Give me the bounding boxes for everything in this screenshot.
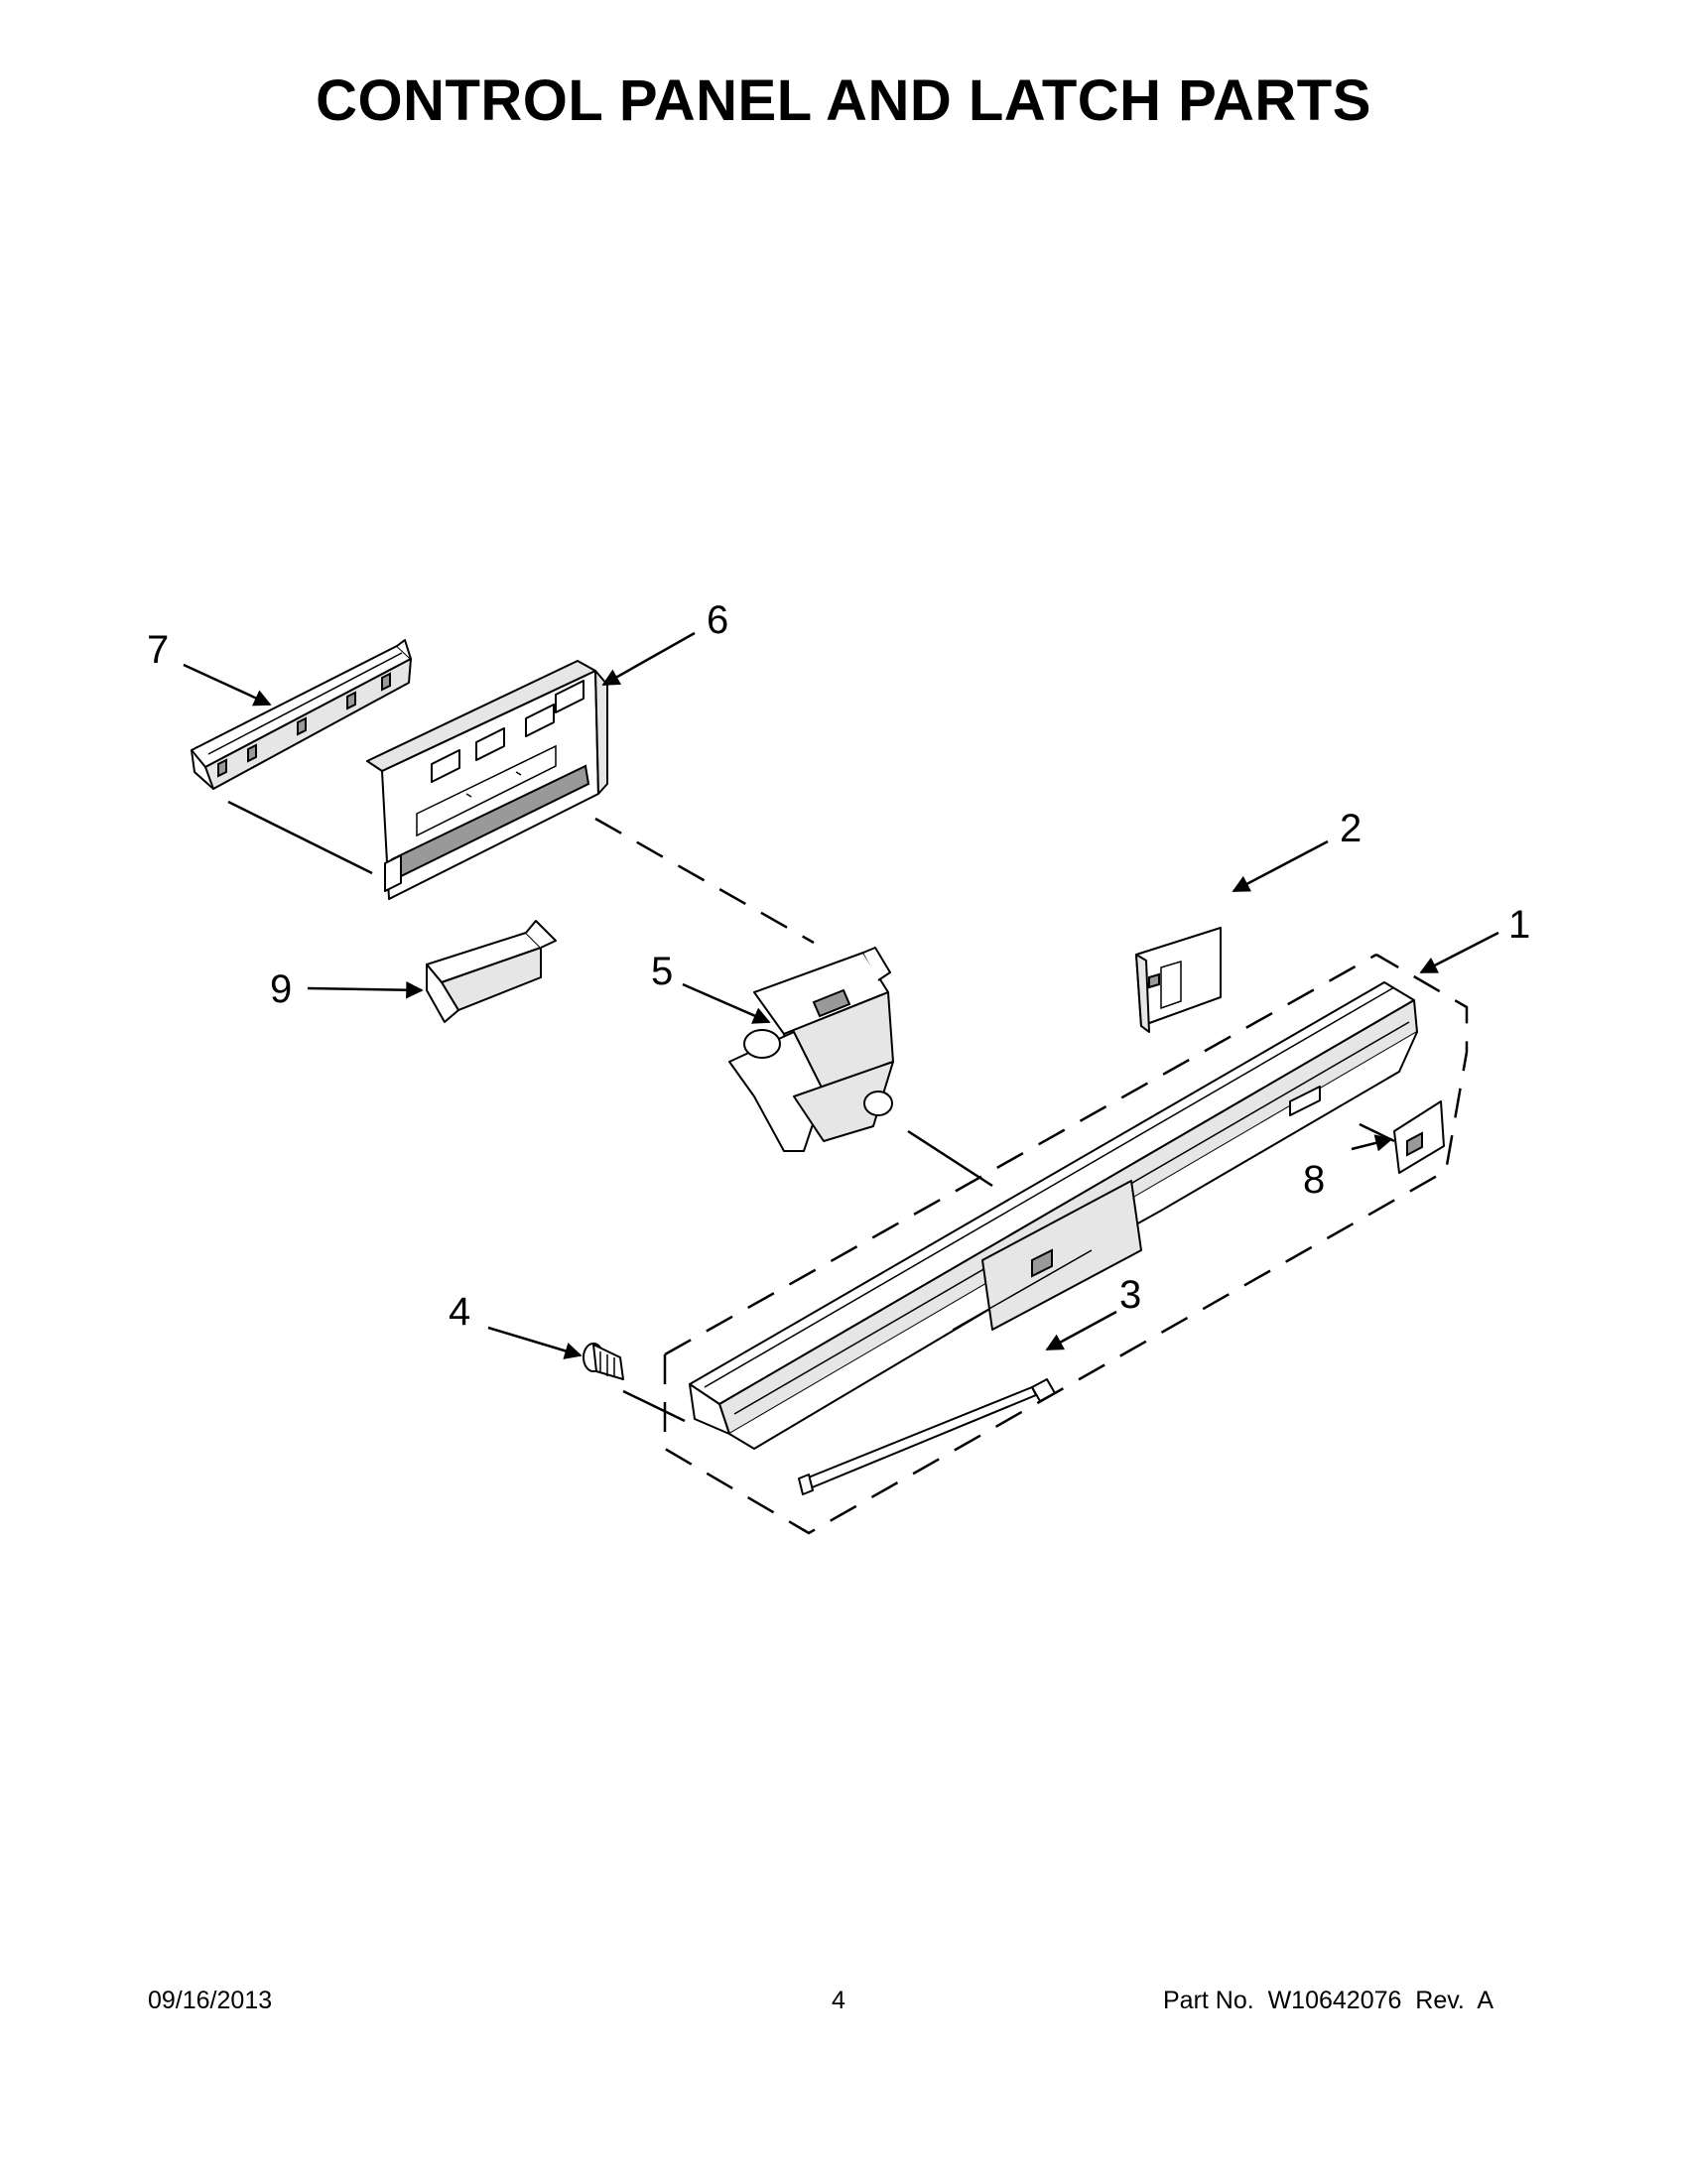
footer-page-number: 4: [832, 1987, 845, 2014]
part-1-control-panel: [689, 981, 1418, 1450]
connect-line-6: [594, 817, 815, 945]
callout-8: 8: [1303, 1158, 1325, 1202]
callout-4: 4: [449, 1290, 470, 1334]
part-5-door-latch: [728, 947, 894, 1152]
connect-line-4: [622, 1389, 686, 1423]
callout-3: 3: [1119, 1273, 1141, 1317]
callout-9: 9: [270, 967, 292, 1011]
callout-1: 1: [1508, 903, 1530, 947]
part-9-bracket: [426, 920, 557, 1023]
part-7-bracket: [191, 639, 412, 790]
part-6-control-module: [366, 660, 608, 900]
callout-2: 2: [1340, 807, 1362, 850]
connect-line-5: [907, 1129, 993, 1188]
callout-5: 5: [651, 950, 673, 993]
assembly-outline: [663, 953, 1469, 1535]
callout-7: 7: [147, 628, 169, 672]
footer-date: 09/16/2013: [148, 1987, 273, 2014]
page-title: CONTROL PANEL AND LATCH PARTS: [316, 68, 1371, 133]
footer-part-number: Part No. W10642076 Rev. A: [1163, 1987, 1494, 2014]
part-4-screw: [583, 1343, 624, 1380]
callout-6: 6: [707, 598, 728, 642]
connect-line-7: [227, 800, 373, 875]
part-2-trim-piece: [1135, 927, 1222, 1033]
part-8-switch: [1393, 1100, 1445, 1174]
part-3-wire-harness: [798, 1378, 1056, 1495]
